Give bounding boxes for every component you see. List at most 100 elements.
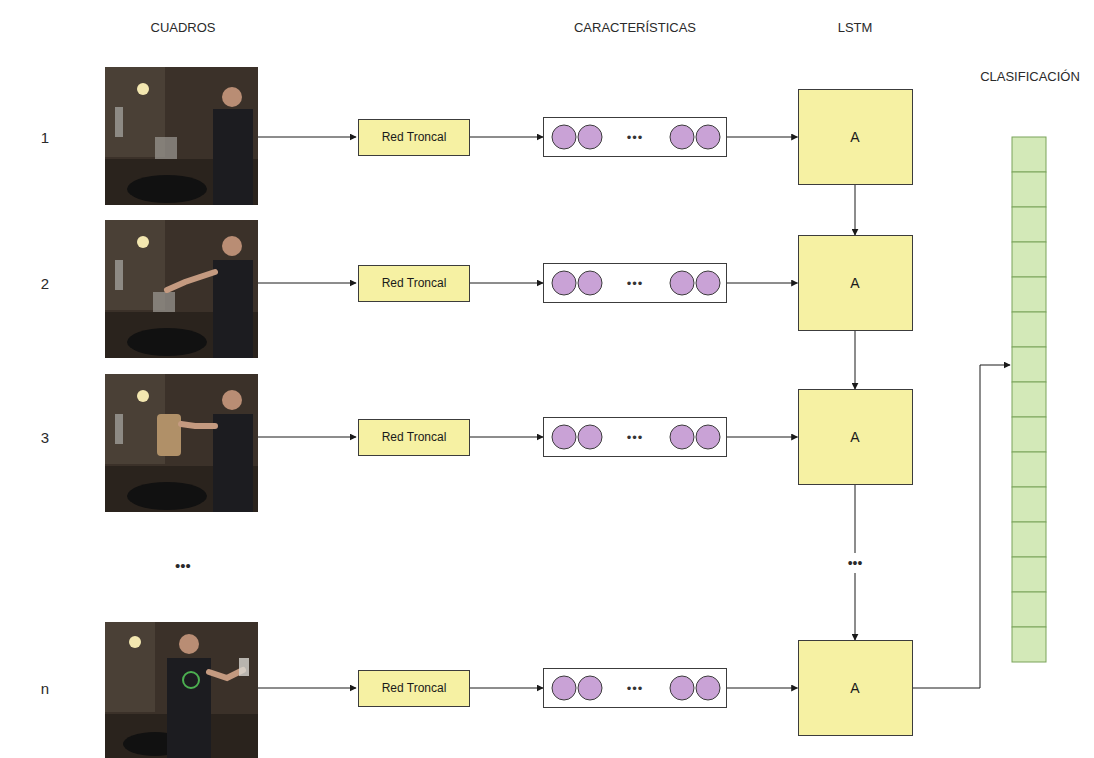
person-head <box>222 390 242 410</box>
kitchen-shelf <box>105 374 165 464</box>
lamp <box>137 236 149 248</box>
class-cell <box>1012 522 1046 557</box>
input-arrow <box>258 688 356 689</box>
row-number: n <box>41 680 49 697</box>
lstm-cell: A <box>798 89 913 185</box>
feature-unit <box>552 271 576 295</box>
video-frame <box>105 67 258 205</box>
node-text: Red Troncal <box>382 430 447 444</box>
column-header: CLASIFICACIÓN <box>980 69 1080 84</box>
feature-unit <box>670 425 694 449</box>
feature-unit <box>578 676 602 700</box>
class-cell <box>1012 592 1046 627</box>
backbone-box: Red Troncal <box>358 419 470 456</box>
feature-unit <box>670 676 694 700</box>
node-text: ••• <box>627 430 644 445</box>
input-arrow <box>258 137 356 138</box>
feature-unit <box>696 271 720 295</box>
jar <box>155 137 177 159</box>
class-cell <box>1012 312 1046 347</box>
node-text: Red Troncal <box>382 130 447 144</box>
connector-arrow <box>727 437 798 438</box>
node-text: ••• <box>627 276 644 291</box>
class-cell <box>1012 172 1046 207</box>
feature-unit <box>578 425 602 449</box>
lamp <box>129 636 141 648</box>
feature-unit <box>578 125 602 149</box>
connector-arrow <box>727 688 798 689</box>
node-text: A <box>850 680 859 696</box>
class-cell <box>1012 452 1046 487</box>
ellipsis: ••• <box>175 557 191 574</box>
kitchen-shelf <box>105 622 155 712</box>
node-text: A <box>850 129 859 145</box>
class-cell <box>1012 487 1046 522</box>
class-cell <box>1012 207 1046 242</box>
column-header: CARACTERÍSTICAS <box>574 20 696 35</box>
backbone-box: Red Troncal <box>358 265 470 302</box>
output-arrow <box>913 365 1010 688</box>
row-number: 1 <box>41 129 49 146</box>
frame-background <box>105 220 258 358</box>
pan <box>127 175 207 203</box>
class-cell <box>1012 137 1046 172</box>
class-cell <box>1012 627 1046 662</box>
column-header: LSTM <box>838 20 873 35</box>
lstm-cell: A <box>798 640 913 736</box>
feature-vector: ••• <box>543 263 727 303</box>
classification-vector <box>1012 137 1046 662</box>
connector-arrow <box>470 688 543 689</box>
class-cell <box>1012 417 1046 452</box>
class-cell <box>1012 277 1046 312</box>
node-text: Red Troncal <box>382 681 447 695</box>
connector-arrow <box>470 283 543 284</box>
class-cell <box>1012 347 1046 382</box>
person-head <box>179 634 199 654</box>
column-header: CUADROS <box>150 20 215 35</box>
node-text: A <box>850 275 859 291</box>
pan <box>127 328 207 356</box>
backbone-box: Red Troncal <box>358 119 470 156</box>
connector-arrow <box>855 331 856 389</box>
feature-unit <box>696 125 720 149</box>
video-frame <box>105 622 258 758</box>
bottle <box>115 107 123 137</box>
lamp <box>137 390 149 402</box>
row-number: 3 <box>41 429 49 446</box>
bottle <box>239 658 249 676</box>
person-torso <box>213 109 253 205</box>
person-arm <box>167 272 215 290</box>
input-arrow <box>258 437 356 438</box>
input-arrow <box>258 283 356 284</box>
feature-unit <box>670 125 694 149</box>
person-arm <box>209 670 243 678</box>
connector-arrow <box>727 283 798 284</box>
feature-unit <box>552 125 576 149</box>
connector-arrow <box>727 137 798 138</box>
person-head <box>222 87 242 107</box>
class-cell <box>1012 557 1046 592</box>
connector-arrow <box>470 137 543 138</box>
feature-unit <box>578 271 602 295</box>
video-frame <box>105 374 258 512</box>
frame-background <box>105 67 258 205</box>
pan <box>127 482 207 510</box>
frame-background <box>105 622 258 758</box>
jar <box>153 292 175 312</box>
feature-unit <box>670 271 694 295</box>
lstm-cell: A <box>798 235 913 331</box>
node-text: A <box>850 429 859 445</box>
feature-vector: ••• <box>543 417 727 457</box>
backbone-box: Red Troncal <box>358 670 470 707</box>
feature-unit <box>696 676 720 700</box>
video-frame <box>105 220 258 358</box>
person-torso <box>213 414 253 512</box>
feature-unit <box>696 425 720 449</box>
node-text: ••• <box>627 681 644 696</box>
feature-vector: ••• <box>543 668 727 708</box>
shirt-logo <box>183 672 199 688</box>
edge-label: ••• <box>845 553 866 573</box>
lamp <box>137 83 149 95</box>
